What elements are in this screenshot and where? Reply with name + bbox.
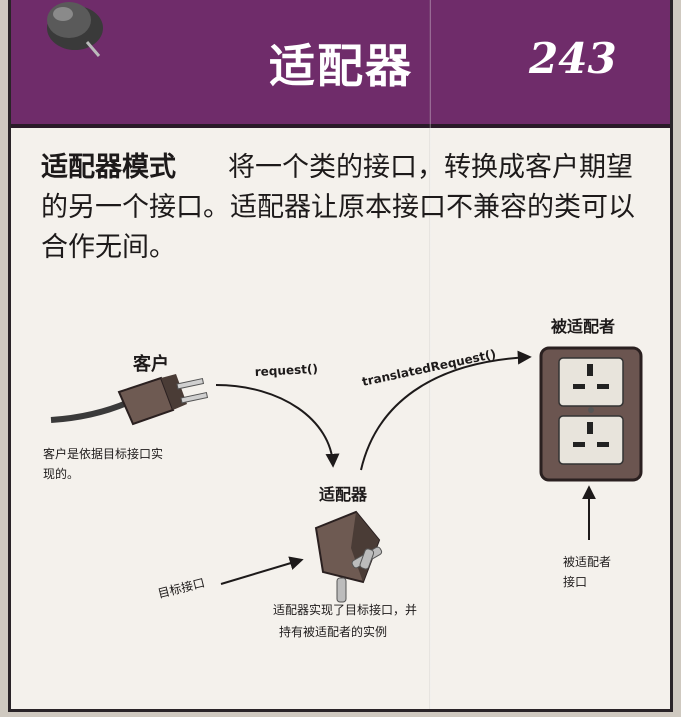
definition-term: 适配器模式 [41, 152, 176, 183]
client-label: 客户 [133, 353, 169, 375]
adapter-label: 适配器 [319, 485, 368, 504]
client-note-line1: 客户是依据目标接口实 [43, 446, 163, 461]
adapter-diagram: 客户 客户是依据目标接口实 现的。 request() translatedRe… [43, 317, 643, 639]
page-title: 适配器 [269, 39, 413, 93]
page-number: 243 [529, 34, 617, 83]
adaptee-interface-line2: 接口 [563, 574, 587, 589]
request-label: request() [254, 362, 318, 379]
pushpin-icon [47, 2, 103, 57]
page-header: 适配器 243 [11, 0, 670, 128]
adaptee-socket-icon [539, 346, 643, 482]
adapter-note-line1: 适配器实现了目标接口，并 [273, 602, 417, 617]
adapter-note-line2: 持有被适配者的实例 [279, 624, 387, 639]
client-plug-icon [50, 374, 209, 426]
request-arrow [215, 384, 340, 468]
book-page: 适配器 243 适配器模式将一个类的接口，转换成客户期望的另一个接口。适配器让原… [8, 0, 673, 712]
target-interface-label: 目标接口 [156, 575, 206, 601]
client-note-line2: 现的。 [43, 466, 79, 481]
adaptee-label: 被适配者 [551, 317, 615, 336]
adaptee-interface-line1: 被适配者 [563, 555, 611, 569]
definition-paragraph: 适配器模式将一个类的接口，转换成客户期望的另一个接口。适配器让原本接口不兼容的类… [41, 148, 651, 268]
page-fold [429, 0, 431, 709]
translated-request-arrow [360, 350, 532, 471]
adapter-icon [314, 510, 383, 603]
target-interface-arrow [220, 556, 304, 585]
definition-text: 将一个类的接口，转换成客户期望的另一个接口。适配器让原本接口不兼容的类可以合作无… [41, 152, 635, 263]
